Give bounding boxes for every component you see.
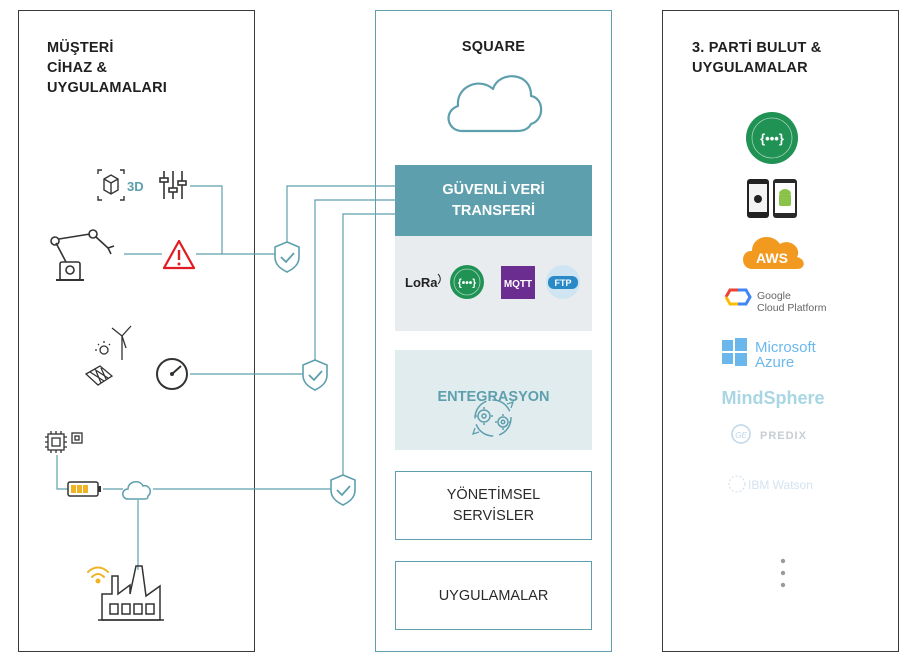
connector-line-3 — [153, 213, 395, 490]
connection-lines — [56, 185, 395, 570]
square-title: SQUARE — [461, 39, 526, 55]
svg-text:{•••}: {•••} — [760, 131, 784, 146]
rest-api-logo: {•••} — [746, 112, 798, 164]
svg-text:PREDIX: PREDIX — [760, 430, 807, 442]
3d-label: 3D — [127, 179, 144, 194]
sliders-icon — [159, 171, 187, 199]
lora-logo: LoRa — [405, 273, 441, 290]
customer-devices-panel: MÜŞTERİ CİHAZ & UYGULAMALARI — [18, 10, 255, 652]
management-services-box: YÖNETİMSEL SERVİSLER — [395, 471, 592, 540]
wifi-icon — [87, 566, 109, 584]
ge-predix-logo: GE PREDIX — [731, 424, 807, 444]
connector-chip — [56, 455, 68, 490]
svg-text:Cloud Platform: Cloud Platform — [757, 302, 827, 314]
customer-devices-title: MÜŞTERİ CİHAZ & UYGULAMALARI — [47, 40, 168, 96]
connector-sliders — [190, 185, 223, 254]
square-cloud-icon — [447, 75, 543, 133]
mqtt-logo: MQTT — [501, 266, 535, 299]
applications-box: UYGULAMALAR — [395, 561, 592, 630]
wind-solar-icon — [84, 325, 132, 386]
cloud-icon — [122, 481, 151, 500]
google-cloud-logo: Google Cloud Platform — [724, 288, 827, 314]
aws-logo: AWS — [743, 236, 804, 269]
svg-text:GE: GE — [735, 431, 747, 440]
svg-text:LoRa: LoRa — [405, 275, 438, 290]
gauge-icon — [156, 358, 188, 390]
more-dots-icon — [780, 558, 786, 588]
ftp-icon: FTP — [546, 265, 580, 299]
microsoft-azure-logo: Microsoft Azure — [722, 338, 817, 371]
ibm-watson-logo: IBM Watson — [728, 475, 813, 493]
alert-icon — [162, 239, 196, 270]
rest-api-icon: {•••} — [450, 265, 484, 299]
svg-text:Microsoft: Microsoft — [755, 339, 817, 356]
svg-text:Google: Google — [757, 290, 791, 302]
battery-icon — [67, 481, 101, 497]
shield-check-icon — [274, 241, 300, 273]
secure-data-transfer-box: GÜVENLİ VERİ TRANSFERİ — [395, 165, 592, 236]
svg-text:Azure: Azure — [755, 354, 794, 371]
connector-line-1 — [196, 185, 395, 255]
integration-gears-icon — [471, 399, 515, 437]
connector-line-2 — [190, 199, 395, 375]
svg-text:IBM Watson: IBM Watson — [748, 478, 813, 492]
third-party-title: 3. PARTİ BULUT & UYGULAMALAR — [692, 40, 822, 76]
integration-label: ENTEGRASYON — [437, 389, 550, 405]
factory-icon — [98, 565, 164, 621]
svg-text:{•••}: {•••} — [458, 278, 476, 289]
shield-check-icon — [302, 359, 328, 391]
shield-check-icon — [330, 474, 356, 506]
mindsphere-logo: MindSphere — [721, 388, 824, 408]
svg-text:MQTT: MQTT — [504, 279, 532, 290]
3d-cube-icon — [97, 169, 125, 201]
svg-text:FTP: FTP — [555, 278, 572, 288]
robot-arm-icon — [50, 229, 115, 281]
chip-icon — [45, 431, 83, 453]
svg-text:AWS: AWS — [756, 250, 788, 266]
mobile-os-icon — [747, 179, 797, 218]
square-panel: SQUARE — [375, 10, 612, 652]
